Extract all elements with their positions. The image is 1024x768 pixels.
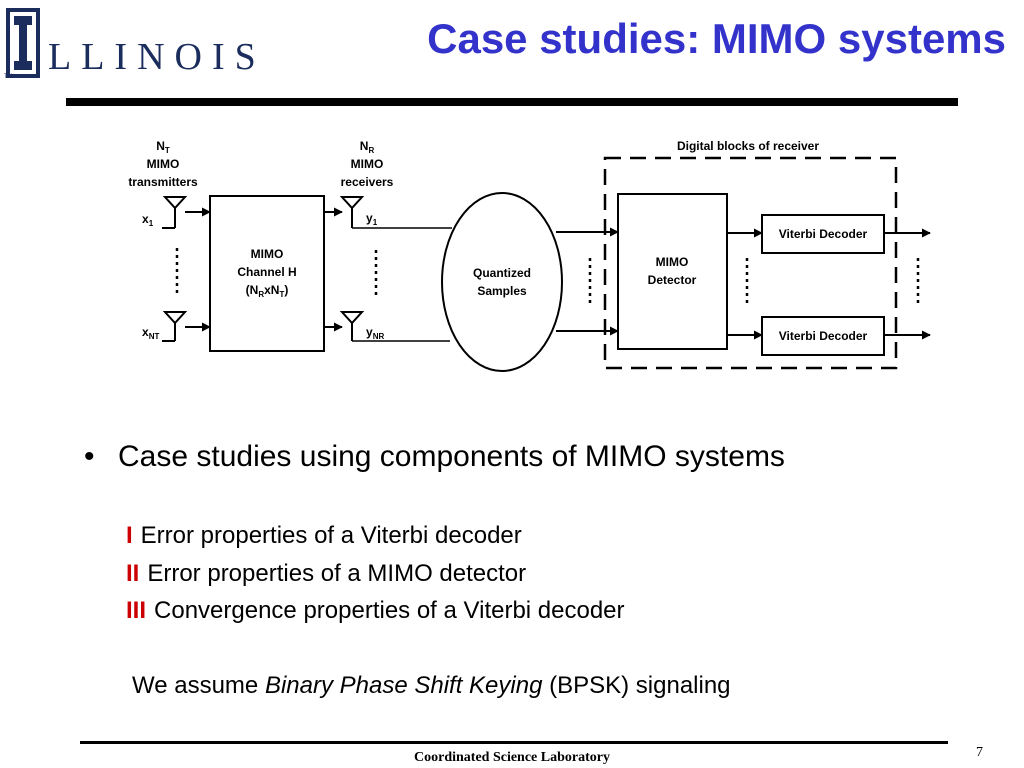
case-study-numeral: II <box>126 560 140 587</box>
quantized-label-line1: Quantized <box>473 266 531 280</box>
viterbi-decoder-bottom-label: Viterbi Decoder <box>779 329 868 343</box>
assumption-note: We assume Binary Phase Shift Keying (BPS… <box>132 672 731 700</box>
rx-antenna-1-icon <box>339 196 452 229</box>
mimo-system-diagram: NT MIMO transmitters NR MIMO receivers x… <box>128 139 931 372</box>
rx-receivers-label: receivers <box>341 175 394 189</box>
assumption-post: (BPSK) signaling <box>542 672 731 699</box>
case-study-numeral: III <box>126 597 147 624</box>
main-bullet-text: Case studies using components of MIMO sy… <box>118 440 785 473</box>
footer-lab-name: Coordinated Science Laboratory <box>414 750 610 765</box>
x1-label: x1 <box>142 212 154 228</box>
detector-label-line2: Detector <box>648 273 697 287</box>
page-number: 7 <box>976 745 983 760</box>
case-study-item: I Error properties of a Viterbi decoder <box>126 522 522 550</box>
viterbi-decoder-top-label: Viterbi Decoder <box>779 227 868 241</box>
bullet-icon: • <box>84 440 95 473</box>
tx-count-label: NT <box>156 139 170 155</box>
assumption-pre: We assume <box>132 672 265 699</box>
digital-blocks-label: Digital blocks of receiver <box>677 139 819 153</box>
tx-mimo-label: MIMO <box>147 157 180 171</box>
quantized-label-line2: Samples <box>477 284 527 298</box>
case-study-text: Error properties of a Viterbi decoder <box>140 522 522 549</box>
rx-antenna-nr-icon <box>339 311 450 342</box>
case-study-text: Error properties of a MIMO detector <box>147 560 527 587</box>
case-study-text: Convergence properties of a Viterbi deco… <box>154 597 625 624</box>
rx-count-label: NR <box>360 139 375 155</box>
mimo-detector-block <box>617 193 728 350</box>
slide-title: Case studies: MIMO systems <box>427 15 1006 62</box>
channel-label-line3: (NRxNT) <box>246 283 289 299</box>
channel-label-line1: MIMO <box>251 247 284 261</box>
viterbi-decoder-bottom-block <box>761 316 885 356</box>
channel-label-line2: Channel H <box>237 265 296 279</box>
case-study-item: II Error properties of a MIMO detector <box>126 560 526 588</box>
footer-divider <box>80 741 948 744</box>
y1-label: y1 <box>366 211 378 227</box>
detector-label-line1: MIMO <box>656 255 689 269</box>
case-study-item: III Convergence properties of a Viterbi d… <box>126 597 625 625</box>
ynr-label: yNR <box>366 325 384 341</box>
tx-antenna-1-icon <box>162 196 188 229</box>
university-logo: LLINOIS TM <box>0 0 256 90</box>
mimo-channel-block <box>209 195 325 352</box>
case-study-numeral: I <box>126 522 133 549</box>
logo-trademark: TM <box>4 74 13 80</box>
main-bullet: • Case studies using components of MIMO s… <box>84 440 785 474</box>
assumption-emphasis: Binary Phase Shift Keying <box>264 672 543 699</box>
rx-mimo-label: MIMO <box>351 157 384 171</box>
tx-transmitters-label: transmitters <box>128 175 198 189</box>
tx-antenna-nt-icon <box>162 311 188 342</box>
title-divider <box>66 98 958 106</box>
illinois-i-mark <box>6 8 40 78</box>
quantized-samples-node <box>441 192 563 372</box>
logo-wordmark: LLINOIS <box>48 36 266 78</box>
xnt-label: xNT <box>142 325 159 341</box>
